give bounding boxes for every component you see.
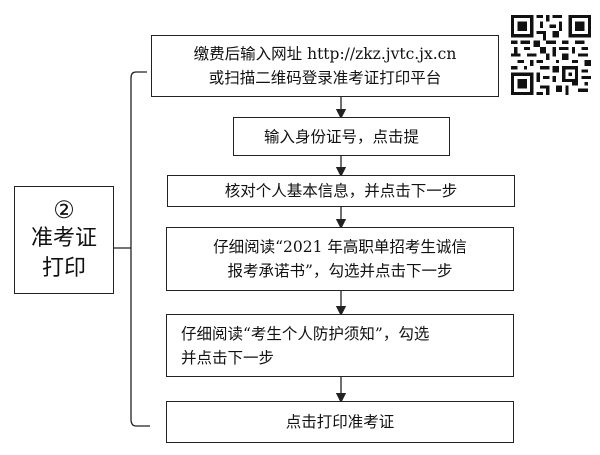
step-2-line-1: 输入身份证号，点击提: [263, 127, 419, 146]
step-box-2: 输入身份证号，点击提: [233, 117, 450, 156]
category-box: ② 准考证 打印: [14, 186, 114, 294]
step-5-line-1: 仔细阅读“考生个人防护须知”，勾选: [181, 324, 430, 343]
step-5-line-2: 并点击下一步: [181, 348, 275, 367]
category-title-line1: 准考证: [30, 226, 97, 251]
step-box-4: 仔细阅读“2021 年高职单招考生诚信 报考承诺书”，勾选并点击下一步: [166, 227, 514, 291]
category-number: ②: [53, 196, 75, 224]
bracket-line: [130, 71, 150, 427]
step-1-line-1: 缴费后输入网址 http://zkz.jvtc.jx.cn: [193, 45, 457, 63]
step-box-6: 点击打印准考证: [166, 401, 514, 443]
step-1-line-2: 或扫描二维码登录准考证打印平台: [208, 69, 442, 87]
category-title-line2: 打印: [41, 256, 86, 281]
step-3-line-1: 核对个人基本信息，并点击下一步: [224, 182, 458, 200]
step-box-1: 缴费后输入网址 http://zkz.jvtc.jx.cn 或扫描二维码登录准考…: [151, 35, 499, 97]
step-4-line-1: 仔细阅读“2021 年高职单招考生诚信: [213, 238, 467, 256]
step-6-line-1: 点击打印准考证: [285, 413, 395, 431]
step-4-line-2: 报考承诺书”，勾选并点击下一步: [227, 262, 453, 280]
qr-code-icon: [511, 15, 591, 95]
step-box-3: 核对个人基本信息，并点击下一步: [167, 175, 515, 207]
step-box-5: 仔细阅读“考生个人防护须知”，勾选 并点击下一步: [166, 314, 514, 377]
